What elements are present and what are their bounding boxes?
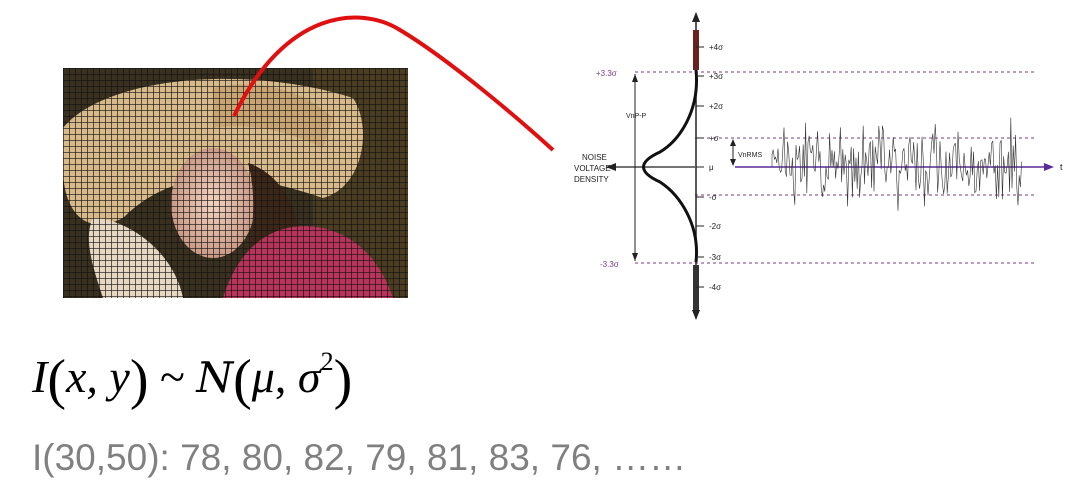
- lower-bound-label: -3.3σ: [600, 260, 619, 269]
- sigma-tick-label: +3σ: [709, 72, 723, 81]
- grid-photo: [63, 68, 408, 298]
- sigma-tick-label: -2σ: [709, 222, 721, 231]
- sigma-tick-label: +2σ: [709, 102, 723, 111]
- formula-sigma: σ: [297, 351, 321, 402]
- sigma-tick-label: -4σ: [709, 283, 721, 292]
- sigma-tick-label: μ: [709, 163, 714, 172]
- formula-dist: N: [196, 353, 234, 402]
- formula-exp: 2: [320, 347, 334, 376]
- sample-values: I(30,50): 78, 80, 82, 79, 81, 83, 76, ……: [32, 437, 687, 478]
- noise-trace: [771, 117, 1022, 211]
- sigma-tick-label: -σ: [709, 193, 717, 202]
- formula-tilde: ~: [159, 351, 185, 402]
- sigma-tick-label: -3σ: [709, 253, 721, 262]
- noise-density-diagram: +4σ +3σ +2σ +σ μ -σ -2σ -3σ -4σ +3.3σ -3.3σ VnP-…: [574, 12, 1063, 320]
- noise-waveform: [771, 117, 1022, 211]
- formula-mu: μ: [251, 351, 275, 402]
- noise-label-2: VOLTAGE: [574, 164, 611, 173]
- vrms-label: VnRMS: [738, 152, 762, 159]
- upper-bound-label: +3.3σ: [596, 69, 617, 78]
- vpp-label: VnP-P: [626, 113, 647, 120]
- gaussian-formula: I(x, y) ~ N(μ, σ2): [32, 347, 353, 411]
- woman-with-hat-photo-icon: [63, 68, 408, 298]
- sigma-tick-label: +σ: [709, 134, 719, 143]
- t-axis-label: t: [1060, 162, 1063, 172]
- noise-label-1: NOISE: [582, 153, 607, 162]
- formula-args: x, y: [65, 351, 130, 402]
- sigma-tick-label: +4σ: [709, 43, 723, 52]
- formula-lhs: I: [32, 351, 48, 402]
- noise-label-3: DENSITY: [574, 175, 609, 184]
